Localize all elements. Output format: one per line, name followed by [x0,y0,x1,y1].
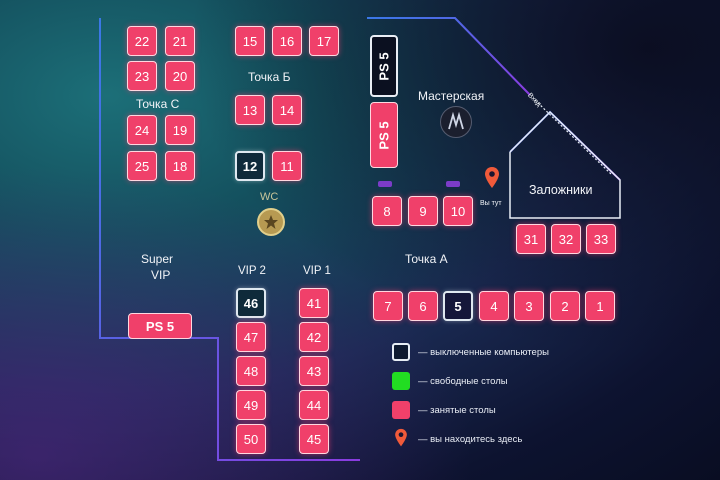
seat-3[interactable]: 3 [514,291,544,321]
seat-6[interactable]: 6 [408,291,438,321]
seat-25[interactable]: 25 [127,151,157,181]
seat-1[interactable]: 1 [585,291,615,321]
seat-42[interactable]: 42 [299,322,329,352]
seat-17[interactable]: 17 [309,26,339,56]
seat-10[interactable]: 10 [443,196,473,226]
seat-12[interactable]: 12 [235,151,265,181]
wall-workshop-top [367,17,531,96]
star-medal-icon [257,208,285,236]
seat-45[interactable]: 45 [299,424,329,454]
seat-32[interactable]: 32 [551,224,581,254]
seat-8[interactable]: 8 [372,196,402,226]
seat-4[interactable]: 4 [479,291,509,321]
seat-2[interactable]: 2 [550,291,580,321]
zone-label-vip2: VIP 2 [238,265,266,277]
seat-21[interactable]: 21 [165,26,195,56]
seat-44[interactable]: 44 [299,390,329,420]
seat-47[interactable]: 47 [236,322,266,352]
legend-pin-icon [395,428,407,447]
seat-46[interactable]: 46 [236,288,266,318]
legend-free-swatch [392,372,410,390]
seat-31[interactable]: 31 [516,224,546,254]
seat-20[interactable]: 20 [165,61,195,91]
seat-18[interactable]: 18 [165,151,195,181]
device-indicator-2 [446,181,460,187]
seat-15[interactable]: 15 [235,26,265,56]
seat-41[interactable]: 41 [299,288,329,318]
wall-left-outline [99,18,360,461]
seat-48[interactable]: 48 [236,356,266,386]
zone-label-vip1: VIP 1 [303,265,331,277]
hostage-house [509,110,621,219]
you-are-here-label: Вы тут [480,200,502,207]
zone-label-vip: VIP [151,268,171,282]
zone-label-zalozhniki: Заложники [529,183,593,197]
entrance-line [534,99,613,176]
zone-label-tochka-b: Точка Б [248,70,291,84]
zone-label-tochka-a: Точка А [405,252,448,266]
zone-label-super: Super [141,252,174,266]
legend-busy-text: — занятые столы [418,405,496,416]
legend-here-text: — вы находитесь здесь [418,434,523,445]
seat-33[interactable]: 33 [586,224,616,254]
seat-22[interactable]: 22 [127,26,157,56]
zone-label-tochka-c: Точка С [136,97,180,111]
seat-11[interactable]: 11 [272,151,302,181]
legend-off-swatch [392,343,410,361]
seat-16[interactable]: 16 [272,26,302,56]
hostage-roof [509,110,621,181]
ps5-console-bottom[interactable]: PS 5 [370,102,398,168]
legend-free-text: — свободные столы [418,376,508,387]
device-indicator-1 [378,181,392,187]
legend-off-text: — выключенные компьютеры [418,347,549,358]
seat-49[interactable]: 49 [236,390,266,420]
seat-14[interactable]: 14 [272,95,302,125]
zone-label-wc: WC [260,191,279,203]
seat-7[interactable]: 7 [373,291,403,321]
seat-13[interactable]: 13 [235,95,265,125]
seat-9[interactable]: 9 [408,196,438,226]
legend-busy-swatch [392,401,410,419]
zone-label-masterskaya: Мастерская [418,89,485,103]
seat-24[interactable]: 24 [127,115,157,145]
ps5-super-vip[interactable]: PS 5 [128,313,192,339]
seat-43[interactable]: 43 [299,356,329,386]
seat-5[interactable]: 5 [443,291,473,321]
seat-19[interactable]: 19 [165,115,195,145]
ps5-console-top[interactable]: PS 5 [370,35,398,97]
seat-50[interactable]: 50 [236,424,266,454]
location-pin-icon [485,167,499,188]
seat-23[interactable]: 23 [127,61,157,91]
workshop-logo-icon [440,106,472,138]
